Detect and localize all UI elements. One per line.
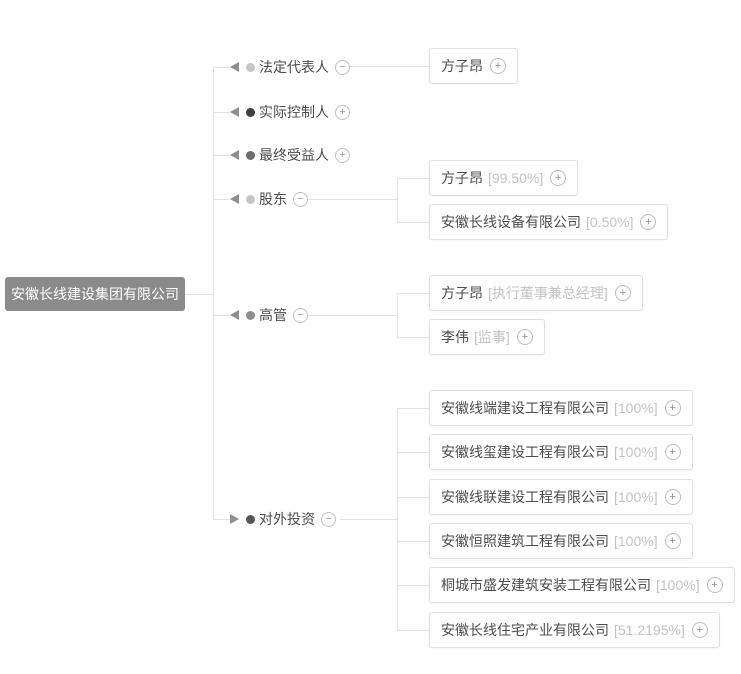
entity-tag: [执行董事兼总经理]: [488, 285, 608, 301]
toggle-minus-icon[interactable]: −: [293, 307, 308, 323]
entity-name: 方子昂: [441, 285, 483, 301]
expand-plus-icon[interactable]: +: [664, 489, 681, 505]
branch-label[interactable]: 法定代表人: [259, 59, 329, 75]
connector-line: [397, 222, 429, 223]
branch-label[interactable]: 高管: [259, 307, 287, 323]
entity-name: 桐城市盛发建筑安装工程有限公司: [441, 577, 651, 593]
collapse-arrow-icon[interactable]: [230, 310, 239, 320]
entity-node-investment[interactable]: 安徽线玺建设工程有限公司 [100%] +: [429, 434, 693, 470]
root-company-node[interactable]: 安徽长线建设集团有限公司: [5, 277, 185, 311]
branch-dot-icon: [246, 194, 255, 204]
expand-plus-icon[interactable]: +: [614, 285, 631, 301]
expand-arrow-icon[interactable]: [230, 514, 239, 524]
connector-line: [300, 199, 397, 200]
connector-line: [397, 585, 429, 586]
connector-line: [213, 155, 230, 156]
branch-dot-icon: [246, 62, 255, 72]
connector-line: [213, 315, 230, 316]
expand-plus-icon[interactable]: +: [706, 577, 723, 593]
connector-line: [397, 293, 429, 294]
connector-line: [397, 630, 429, 631]
entity-node-shareholder[interactable]: 方子昂 [99.50%] +: [429, 160, 579, 196]
expand-plus-icon[interactable]: +: [490, 58, 506, 74]
connector-line: [185, 294, 213, 295]
connector-line: [397, 178, 429, 179]
entity-tag: [100%]: [614, 533, 658, 549]
connector-line: [340, 66, 429, 67]
expand-plus-icon[interactable]: +: [691, 622, 708, 638]
entity-node-investment[interactable]: 安徽线端建设工程有限公司 [100%] +: [429, 390, 693, 426]
connector-line: [213, 519, 230, 520]
toggle-minus-icon[interactable]: −: [335, 59, 350, 75]
entity-name: 安徽线联建设工程有限公司: [441, 489, 609, 505]
expand-plus-icon[interactable]: +: [516, 329, 533, 345]
branch-label[interactable]: 实际控制人: [259, 104, 329, 120]
connector-line: [213, 112, 230, 113]
entity-node-investment[interactable]: 桐城市盛发建筑安装工程有限公司 [100%] +: [429, 567, 735, 603]
branch-row-legal-representative: 法定代表人 −: [230, 56, 350, 78]
entity-node-executive[interactable]: 李伟 [监事] +: [429, 319, 545, 355]
entity-tag: [100%]: [614, 400, 658, 416]
connector-line: [213, 199, 230, 200]
branch-label[interactable]: 最终受益人: [259, 147, 329, 163]
branch-row-executives: 高管 −: [230, 304, 308, 326]
collapse-arrow-icon[interactable]: [230, 150, 239, 160]
entity-node-executive[interactable]: 方子昂 [执行董事兼总经理] +: [429, 275, 643, 311]
branch-row-beneficial-owner: 最终受益人 +: [230, 144, 350, 166]
entity-name: 方子昂: [441, 58, 483, 74]
entity-name: 安徽长线设备有限公司: [441, 214, 581, 230]
entity-node-investment[interactable]: 安徽线联建设工程有限公司 [100%] +: [429, 479, 693, 515]
connector-line: [397, 408, 398, 631]
expand-plus-icon[interactable]: +: [640, 214, 657, 230]
expand-plus-icon[interactable]: +: [664, 400, 681, 416]
branch-dot-icon: [246, 107, 255, 117]
connector-line: [300, 315, 397, 316]
entity-name: 安徽线玺建设工程有限公司: [441, 444, 609, 460]
collapse-arrow-icon[interactable]: [230, 194, 239, 204]
entity-node-investment[interactable]: 安徽长线住宅产业有限公司 [51.2195%] +: [429, 612, 720, 648]
branch-label[interactable]: 股东: [259, 191, 287, 207]
expand-plus-icon[interactable]: +: [664, 533, 681, 549]
collapse-arrow-icon[interactable]: [230, 62, 239, 72]
branch-label[interactable]: 对外投资: [259, 511, 315, 527]
toggle-minus-icon[interactable]: −: [321, 511, 336, 527]
entity-name: 安徽恒照建筑工程有限公司: [441, 533, 609, 549]
connector-line: [340, 519, 397, 520]
expand-plus-icon[interactable]: +: [550, 170, 567, 186]
connector-line: [397, 408, 429, 409]
connector-line: [397, 452, 429, 453]
entity-node-legal-rep[interactable]: 方子昂 +: [429, 48, 518, 84]
entity-tag: [100%]: [614, 489, 658, 505]
branch-row-shareholders: 股东 −: [230, 188, 308, 210]
entity-tag: [监事]: [474, 329, 510, 345]
entity-tag: [100%]: [656, 577, 700, 593]
entity-name: 安徽线端建设工程有限公司: [441, 400, 609, 416]
entity-name: 安徽长线住宅产业有限公司: [441, 622, 609, 638]
collapse-arrow-icon[interactable]: [230, 107, 239, 117]
entity-tag: [99.50%]: [488, 170, 544, 186]
connector-line: [397, 293, 398, 338]
entity-tag: [0.50%]: [586, 214, 634, 230]
toggle-plus-icon[interactable]: +: [335, 147, 350, 163]
branch-dot-icon: [246, 150, 255, 160]
entity-node-investment[interactable]: 安徽恒照建筑工程有限公司 [100%] +: [429, 523, 693, 559]
connector-line: [213, 67, 230, 68]
branch-dot-icon: [246, 514, 255, 524]
connector-line: [397, 337, 429, 338]
connector-trunk-line: [213, 67, 214, 519]
entity-name: 李伟: [441, 329, 469, 345]
connector-line: [397, 541, 429, 542]
branch-row-actual-controller: 实际控制人 +: [230, 101, 350, 123]
connector-line: [397, 497, 429, 498]
branch-dot-icon: [246, 310, 255, 320]
entity-name: 方子昂: [441, 170, 483, 186]
connector-line: [397, 178, 398, 223]
entity-tag: [51.2195%]: [614, 622, 685, 638]
branch-row-investments: 对外投资 −: [230, 508, 336, 530]
expand-plus-icon[interactable]: +: [664, 444, 681, 460]
entity-node-shareholder[interactable]: 安徽长线设备有限公司 [0.50%] +: [429, 204, 669, 240]
toggle-plus-icon[interactable]: +: [335, 104, 350, 120]
toggle-minus-icon[interactable]: −: [293, 191, 308, 207]
entity-tag: [100%]: [614, 444, 658, 460]
